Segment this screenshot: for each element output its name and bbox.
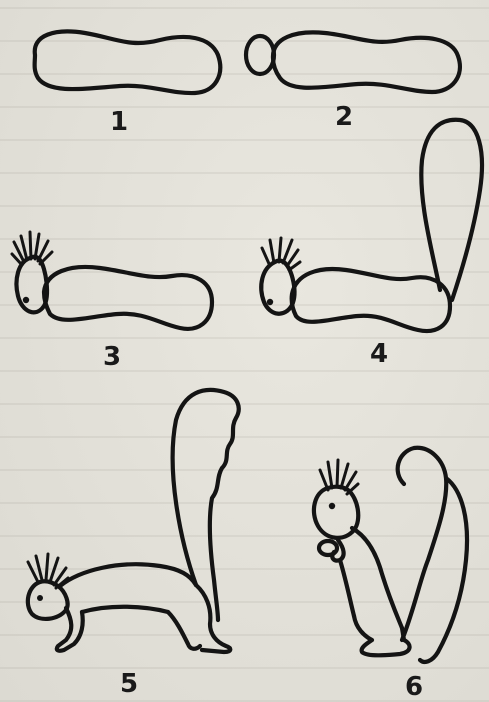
stage-1-kidney-body <box>35 31 221 93</box>
stage-5-label: 5 <box>120 669 138 699</box>
stage-2-drawing <box>246 32 460 92</box>
stage-4-tail-outline <box>421 120 482 300</box>
stage-4-eye <box>267 299 273 305</box>
stage-3-body <box>44 267 212 329</box>
stage-3-drawing <box>12 232 212 329</box>
stage-5-tail <box>173 390 239 620</box>
stage-1-drawing <box>35 31 221 93</box>
stage-1-label: 1 <box>110 107 128 137</box>
stage-6-body <box>340 528 402 628</box>
stage-2-body <box>273 32 460 92</box>
stage-6-eye <box>329 503 335 509</box>
stage-4-drawing <box>261 120 482 331</box>
stage-6-drawing <box>314 448 467 662</box>
stage-6-label: 6 <box>405 672 423 702</box>
stage-6-tail <box>398 448 467 662</box>
stage-3-ear-tufts <box>12 232 52 265</box>
stage-3-eye <box>23 297 29 303</box>
stage-2-head-circle <box>246 36 274 74</box>
stage-3-label: 3 <box>103 342 121 372</box>
stage-5-body <box>60 564 196 612</box>
stage-2-label: 2 <box>335 102 353 132</box>
stage-4-label: 4 <box>370 339 388 369</box>
stage-4-body <box>292 269 450 331</box>
stage-5-eye <box>37 595 43 601</box>
stage-5-hind-leg <box>168 585 230 652</box>
stage-5-drawing <box>28 390 239 652</box>
